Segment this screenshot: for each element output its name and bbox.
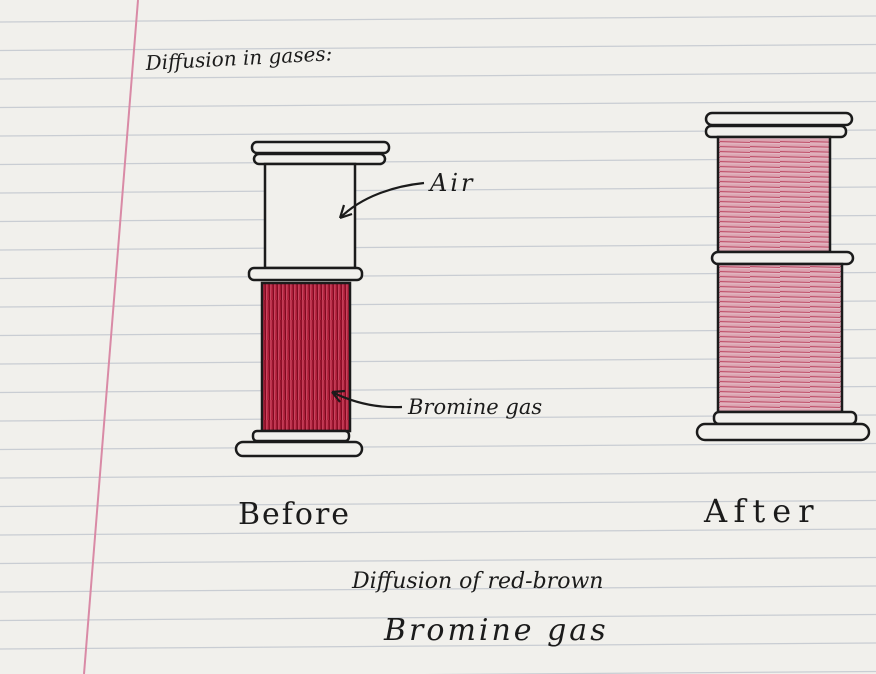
after-top-cap <box>704 111 854 127</box>
ruled-line <box>0 642 876 650</box>
ruled-line <box>0 15 876 23</box>
ruled-line <box>0 613 876 622</box>
caption-line-2: Bromine gas <box>383 613 609 648</box>
before-label: Before <box>238 497 351 532</box>
before-base-upper <box>251 429 351 443</box>
ruled-line <box>0 471 876 479</box>
ruled-line <box>0 556 876 565</box>
after-base-upper <box>712 410 858 426</box>
ruled-line <box>0 43 876 52</box>
margin-line <box>83 0 139 674</box>
air-arrow <box>338 181 425 220</box>
air-label: Air <box>428 169 475 197</box>
ruled-line <box>0 442 876 451</box>
after-apparatus <box>695 111 871 442</box>
after-lower-jar <box>716 262 844 414</box>
bromine-label: Bromine gas <box>407 395 542 419</box>
before-middle-plate <box>247 266 364 282</box>
after-label: After <box>703 492 820 530</box>
before-top-cap <box>250 140 391 155</box>
after-top-cap-lower <box>704 124 848 139</box>
ruled-line <box>0 585 876 593</box>
after-upper-jar <box>716 135 832 254</box>
before-base <box>234 440 364 458</box>
after-middle-plate <box>710 250 855 266</box>
before-top-cap-lower <box>252 152 387 166</box>
bromine-jar <box>260 281 352 433</box>
ruled-line <box>0 528 876 536</box>
caption-line-1: Diffusion of red-brown <box>351 569 603 594</box>
ruled-line <box>0 499 876 508</box>
ruled-line <box>0 100 876 109</box>
after-base <box>695 422 871 442</box>
bromine-arrow <box>331 389 403 409</box>
ruled-line <box>423 670 876 674</box>
ruled-line <box>0 72 876 80</box>
